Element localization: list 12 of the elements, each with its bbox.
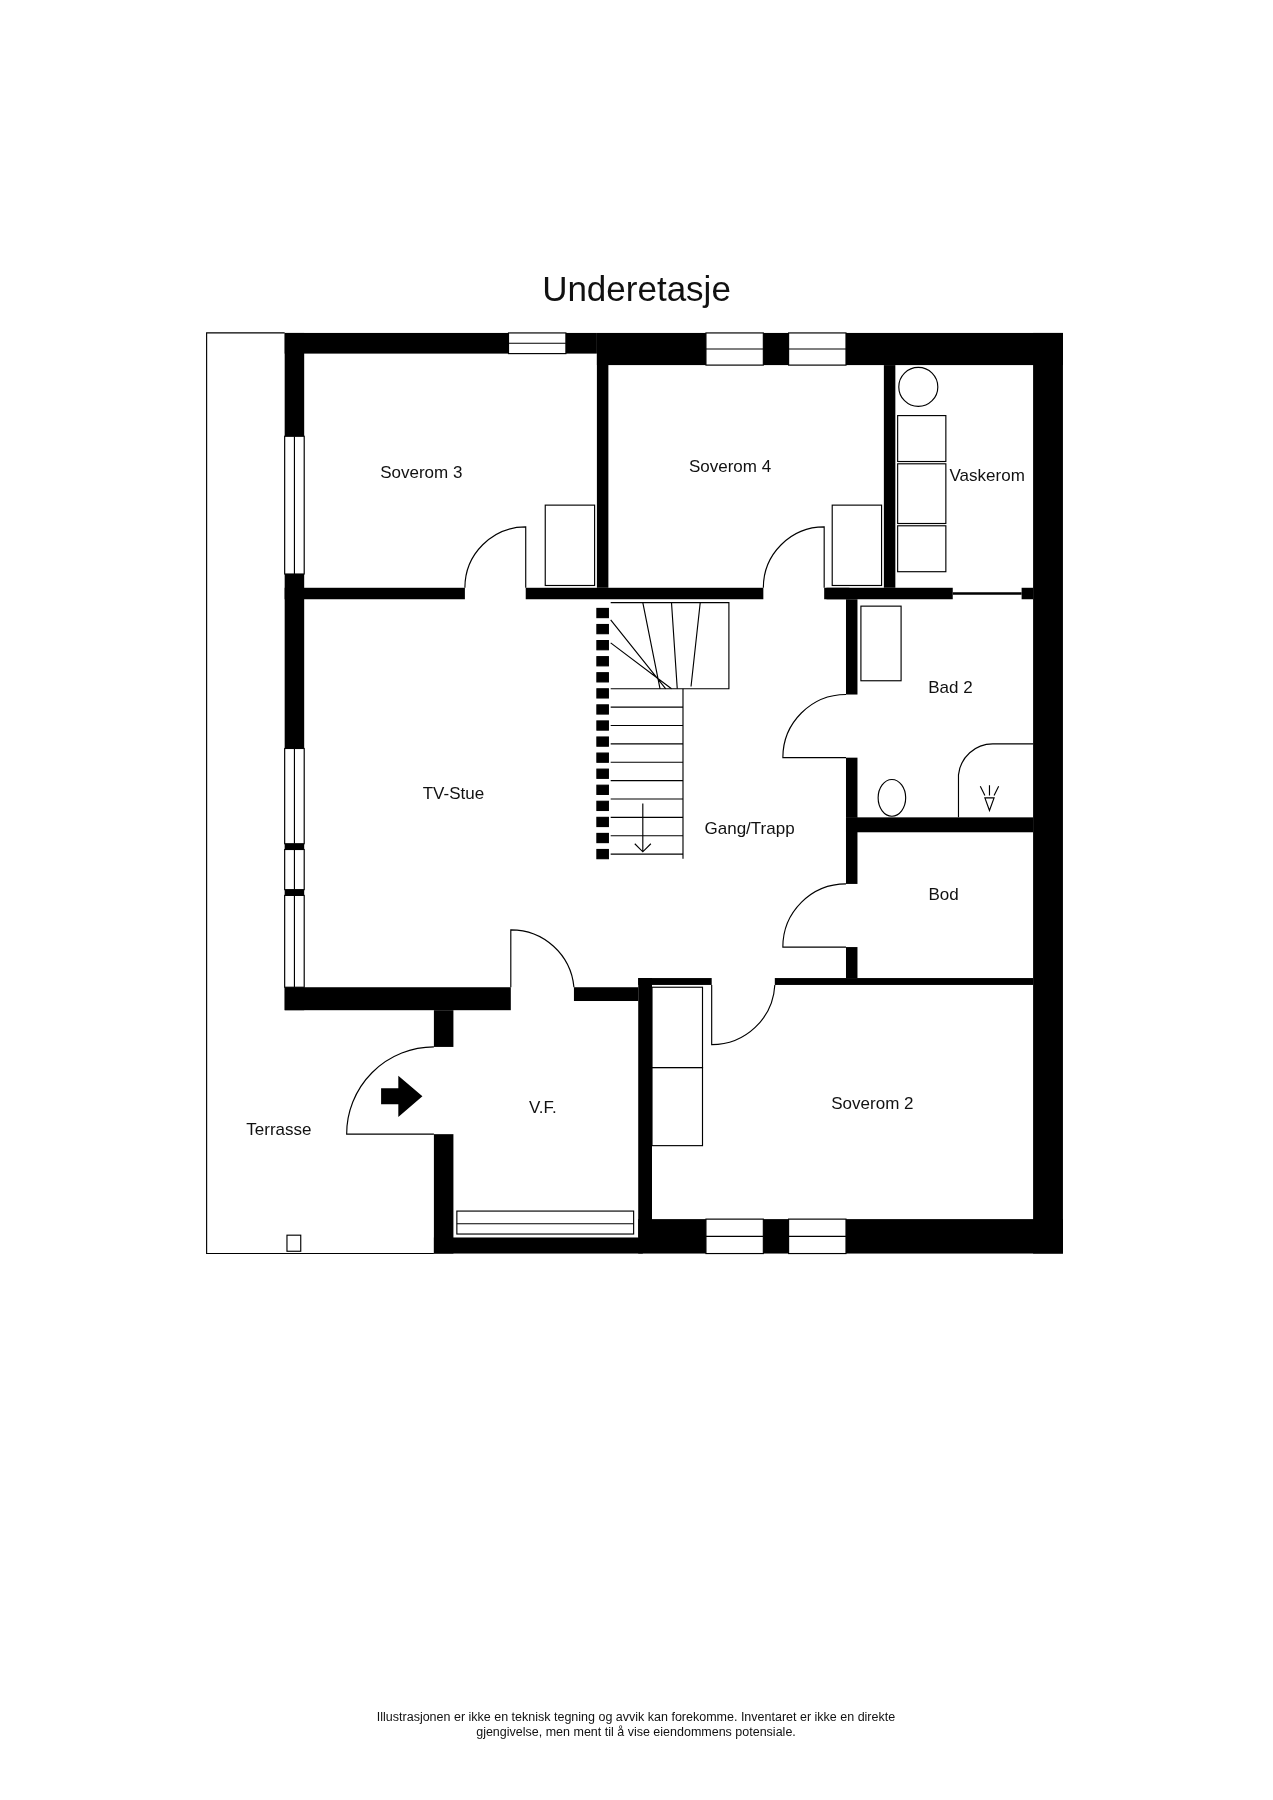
room-label: Terrasse bbox=[246, 1119, 312, 1140]
room-label: TV-Stue bbox=[422, 784, 485, 805]
room-label: Vaskerom bbox=[949, 466, 1025, 487]
disclaimer-note: Illustrasjonen er ikke en teknisk tegning og avvik kan forekomme. Inventaret er ikke en direkte gjengivelse, men ment til å vise eiendommens potensiale. bbox=[375, 1710, 897, 1740]
room-label: Gang/Trapp bbox=[704, 818, 795, 839]
room-label: Bod bbox=[928, 885, 959, 906]
room-label: V.F. bbox=[529, 1097, 557, 1118]
room-label: Soverom 4 bbox=[688, 457, 772, 478]
room-label: Soverom 3 bbox=[380, 462, 463, 484]
room-label: Soverom 2 bbox=[831, 1094, 914, 1115]
plan-title: Underetasje bbox=[542, 269, 731, 308]
room-label: Bad 2 bbox=[928, 677, 973, 698]
